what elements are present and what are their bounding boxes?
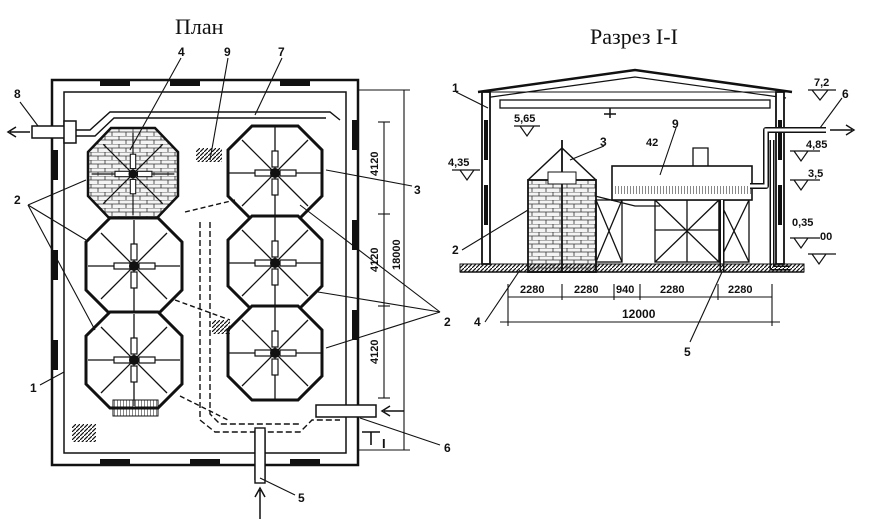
section-leader-1: 1 — [452, 81, 459, 95]
plan-section-mark-label: I — [382, 436, 386, 451]
plan-pipe-5 — [254, 427, 266, 484]
plan-leader-3: 3 — [414, 183, 421, 197]
section-elev-4-85: 4,85 — [806, 139, 827, 151]
section-leader-2: 2 — [452, 243, 459, 257]
plan-windows — [52, 80, 358, 465]
section-leader-6: 6 — [842, 87, 849, 101]
section-leader-9: 9 — [672, 117, 679, 131]
section-leader-5: 5 — [684, 345, 691, 359]
section-elev-0-35: 0,35 — [792, 217, 813, 229]
section-view: 1 3 9 6 2 4 5 7,2 5,65 4,35 4,85 3,5 0,3… — [448, 68, 856, 359]
plan-dim-4120-top: 4120 — [369, 152, 381, 176]
section-elev-00: 00 — [820, 231, 832, 243]
plan-chamber-right-mid — [226, 214, 324, 312]
plan-dimension-chain — [358, 89, 410, 451]
plan-leader-2-right: 2 — [444, 315, 451, 329]
plan-leader-2-left: 2 — [14, 193, 21, 207]
section-wall-right — [775, 91, 785, 265]
plan-chamber-right-top — [226, 124, 324, 222]
plan-view: I 4 9 7 8 2 3 1 2 6 5 4120 4120 4120 180… — [6, 45, 451, 519]
section-elev-3-5: 3,5 — [808, 168, 823, 180]
section-elevation-marks — [452, 89, 836, 266]
plan-dim-4120-bot: 4120 — [369, 340, 381, 364]
section-dim-12000: 12000 — [622, 307, 656, 321]
section-title: Разрез I-I — [590, 24, 678, 49]
plan-title: План — [175, 14, 224, 39]
section-upper-tank — [611, 165, 753, 201]
section-crane-rail — [499, 99, 771, 109]
plan-leader-4: 4 — [178, 45, 185, 59]
section-wall-left — [481, 91, 491, 265]
section-floor — [459, 263, 805, 273]
section-dim-2280-a: 2280 — [520, 284, 544, 296]
section-leader-3: 3 — [600, 135, 607, 149]
plan-leader-1: 1 — [30, 381, 37, 395]
section-elev-4-35: 4,35 — [448, 157, 469, 169]
plan-chamber-right-bot — [226, 304, 324, 402]
plan-hatch-block — [112, 399, 159, 417]
plan-leader-8: 8 — [14, 87, 21, 101]
plan-leader-9: 9 — [224, 45, 231, 59]
plan-leader-5: 5 — [298, 491, 305, 505]
section-dim-2280-d: 2280 — [728, 284, 752, 296]
plan-pipe-6 — [315, 404, 377, 418]
section-dim-2280-c: 2280 — [660, 284, 684, 296]
section-dim-2280-b: 2280 — [574, 284, 598, 296]
plan-leader-7: 7 — [278, 45, 285, 59]
plan-chamber-left-mid — [84, 216, 184, 316]
section-elev-5-65: 5,65 — [514, 113, 535, 125]
plan-section-mark — [362, 431, 380, 445]
plan-leader-6: 6 — [444, 441, 451, 455]
plan-leader-lines — [19, 57, 441, 496]
plan-arrow-8 — [6, 126, 30, 138]
plan-dim-4120-mid: 4120 — [369, 248, 381, 272]
plan-chamber-left-bot — [84, 310, 184, 410]
section-leader-lines — [455, 91, 843, 343]
section-pipe-size: 42 — [646, 137, 658, 149]
plan-dim-18000: 18000 — [391, 239, 403, 270]
section-roof — [477, 68, 793, 94]
section-dim-940: 940 — [616, 284, 634, 296]
section-elev-7-2: 7,2 — [814, 77, 829, 89]
section-leader-4: 4 — [474, 315, 481, 329]
section-frame-chambers — [595, 199, 750, 263]
section-dimensions — [500, 284, 780, 326]
plan-chamber-left-top — [86, 126, 180, 222]
plan-pipes — [70, 111, 341, 480]
